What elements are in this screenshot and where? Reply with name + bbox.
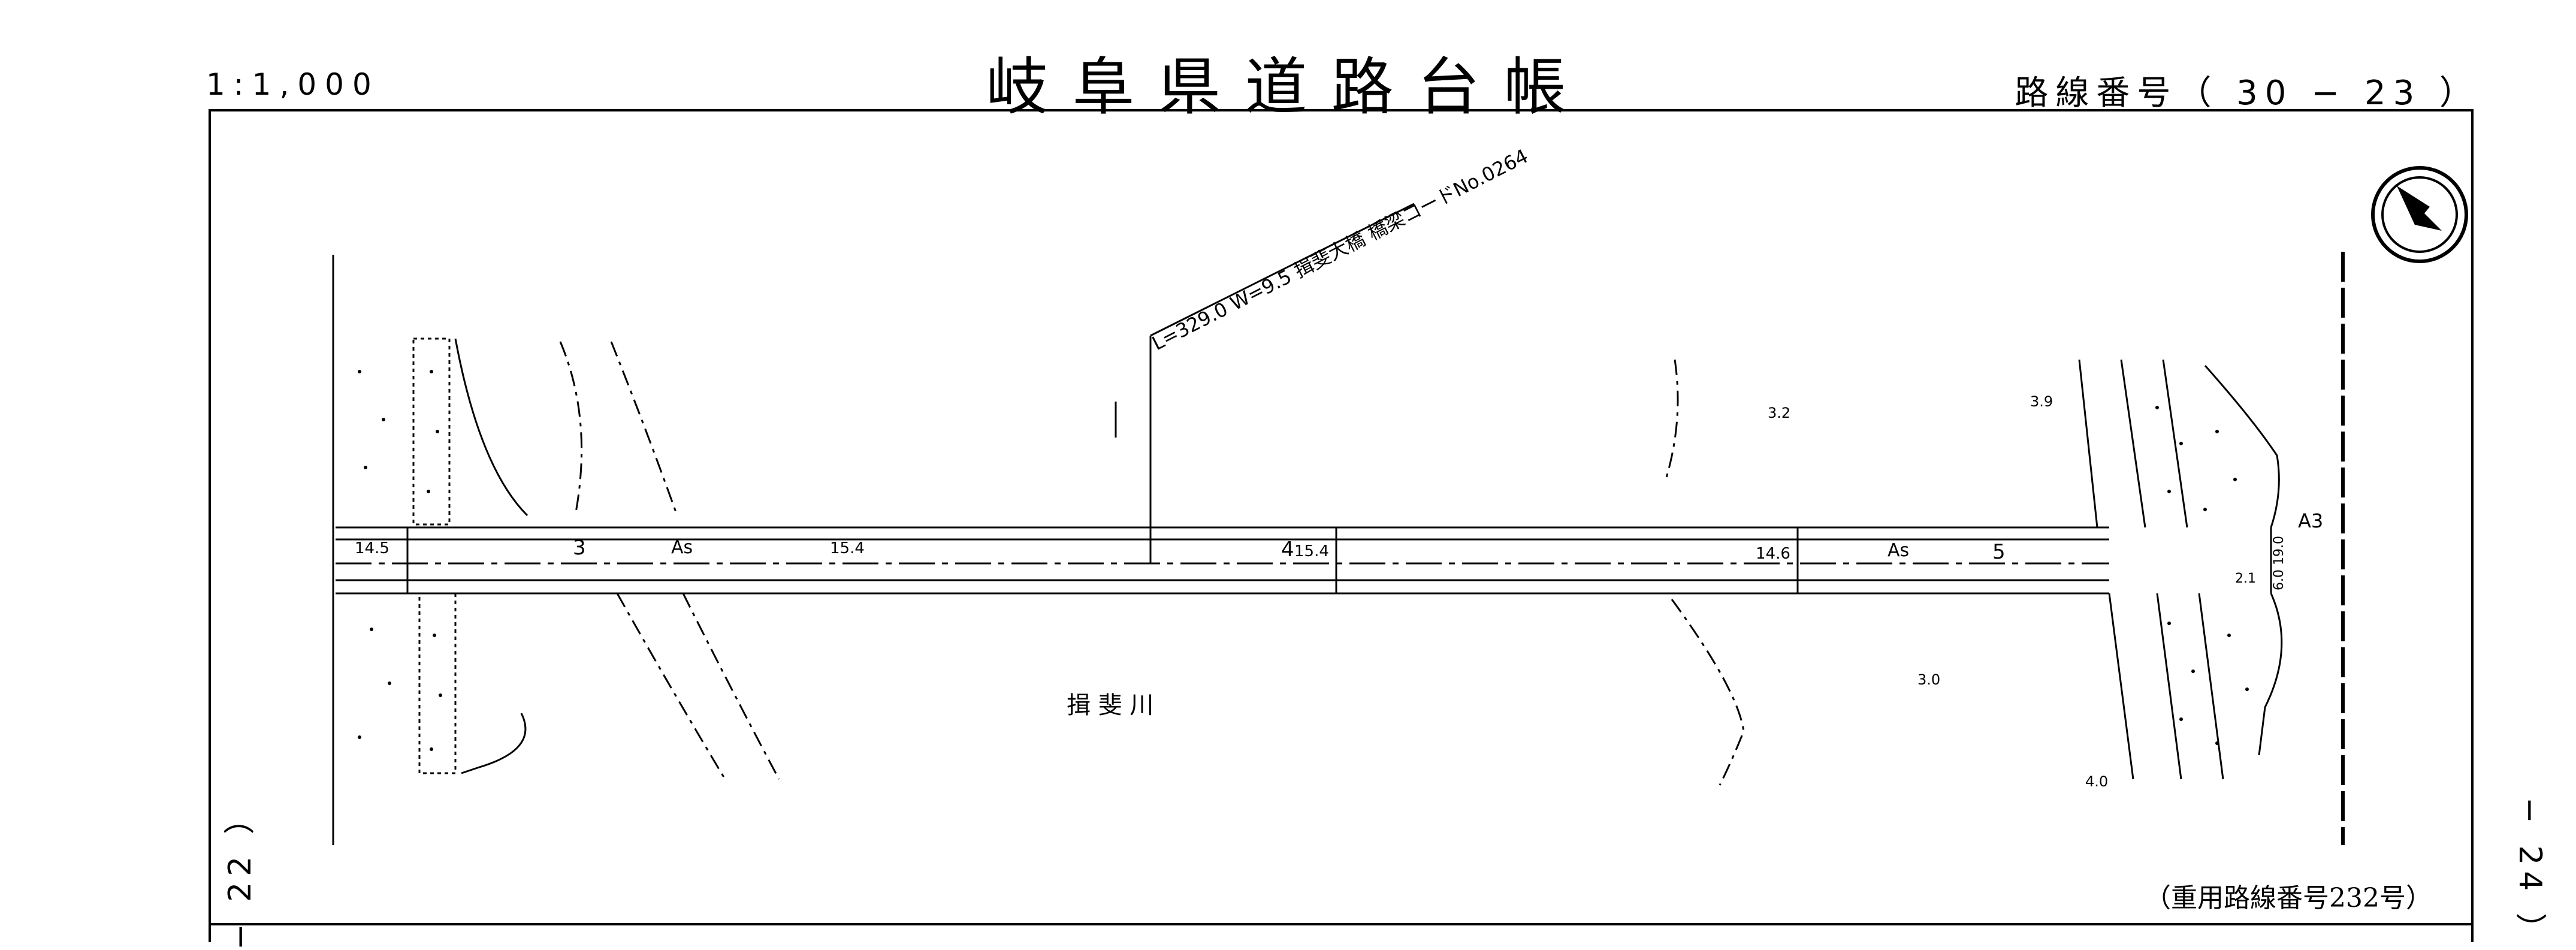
map-frame xyxy=(209,109,2474,942)
spot-height-4-0: 4.0 xyxy=(2085,773,2108,790)
spot-height-2-1: 2.1 xyxy=(2235,571,2256,586)
station-3: 3 xyxy=(573,536,586,560)
station-4: 4 xyxy=(1281,538,1294,562)
left-stipple xyxy=(358,370,442,751)
spot-height-3-0: 3.0 xyxy=(1917,671,1940,688)
surface-as-right: As xyxy=(1888,540,1909,561)
route-number: 路線番号（ 30 − 23 ） xyxy=(2015,74,2480,113)
right-embankment xyxy=(2078,252,2345,845)
left-embankment xyxy=(332,255,529,845)
right-stipple xyxy=(2155,406,2249,745)
width-15-4: 15.4 xyxy=(830,539,865,557)
river-banks xyxy=(559,341,1745,786)
spot-height-3-2: 3.2 xyxy=(1768,405,1790,421)
north-arrow-icon xyxy=(2371,166,2468,263)
widths-right: 6.0 19.0 xyxy=(2272,536,2287,590)
footer-note: （重用路線番号232号） xyxy=(2145,883,2432,913)
bridge-deck xyxy=(336,526,2272,595)
surface-as-left: As xyxy=(671,537,693,558)
map-scale: 1:1,000 xyxy=(206,67,380,102)
abutment-label: A3 xyxy=(2298,509,2323,532)
width-15-4-b: 15.4 xyxy=(1294,542,1329,560)
station-5: 5 xyxy=(1992,540,2006,564)
width-14-5: 14.5 xyxy=(355,539,389,557)
spot-height-3-9: 3.9 xyxy=(2030,393,2053,410)
bridge-label: L=329.0 W=9.5 揖斐大橋 橋梁コードNo.0264 xyxy=(1148,144,1532,355)
river-name: 揖 斐 川 xyxy=(1067,692,1153,719)
bridge-leader xyxy=(1115,203,1415,527)
width-14-6: 14.6 xyxy=(1756,545,1790,563)
